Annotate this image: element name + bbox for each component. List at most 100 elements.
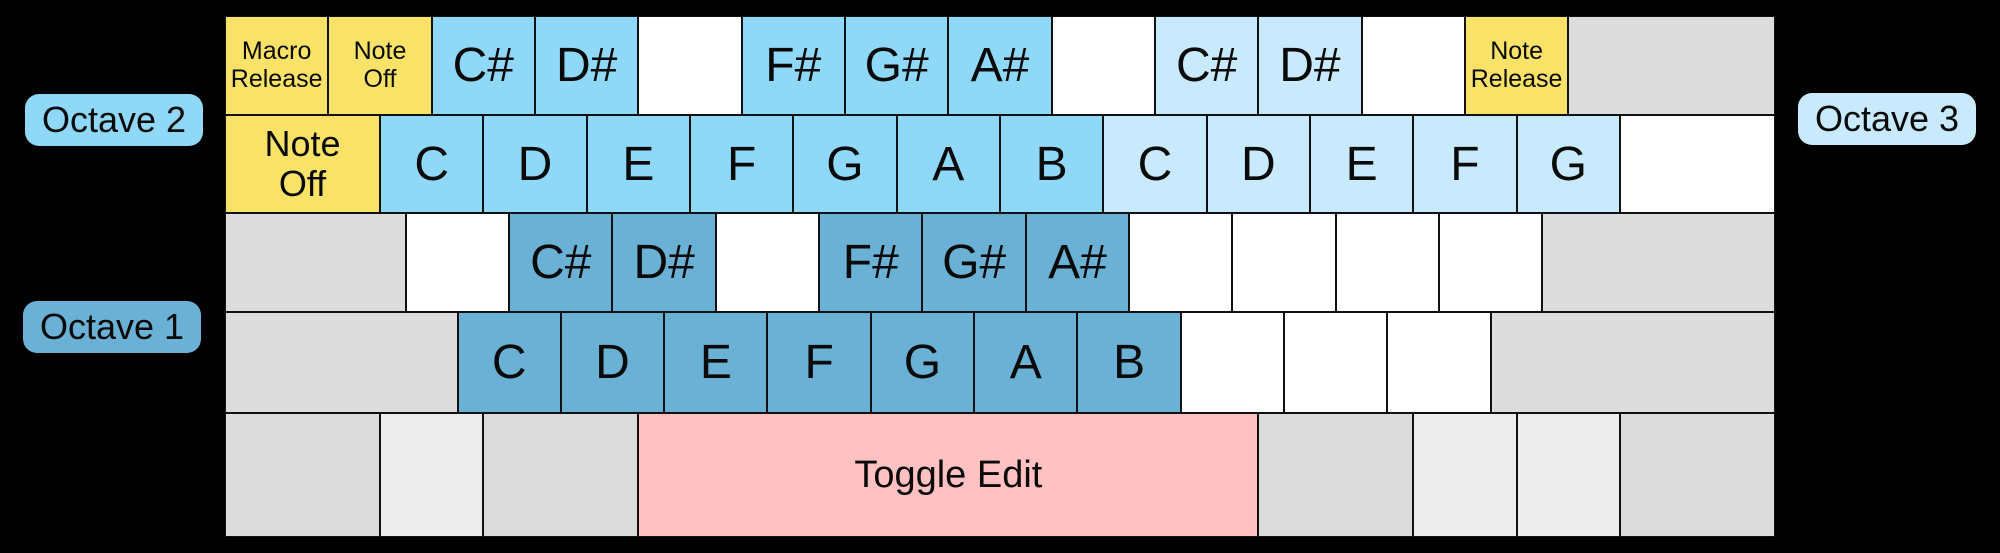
key-d-sharp-oct3: D# bbox=[1258, 16, 1362, 115]
key-label: D bbox=[1240, 137, 1276, 191]
key-label: E bbox=[699, 336, 732, 389]
key-label: G bbox=[1549, 137, 1587, 191]
key-label: D bbox=[595, 336, 630, 389]
key-a-oct2: A bbox=[896, 115, 1000, 213]
key-d-sharp-oct1: D# bbox=[612, 213, 716, 312]
key-label: D bbox=[517, 137, 553, 191]
key-label: C# bbox=[1175, 39, 1238, 92]
key-unlabeled bbox=[1129, 213, 1233, 312]
key-unlabeled bbox=[405, 213, 510, 312]
key-unlabeled bbox=[1439, 213, 1543, 312]
key-unlabeled-modifier bbox=[483, 413, 639, 537]
key-label: G bbox=[903, 336, 942, 389]
key-label: F# bbox=[842, 236, 899, 289]
key-label: C# bbox=[452, 39, 514, 92]
key-unlabeled-modifier bbox=[1619, 413, 1775, 537]
key-label: F bbox=[726, 137, 757, 191]
key-unlabeled-modifier bbox=[1258, 413, 1414, 537]
key-d-oct1: D bbox=[560, 312, 665, 413]
key-label: A bbox=[1009, 336, 1042, 389]
key-e-oct1: E bbox=[664, 312, 768, 413]
key-unlabeled bbox=[715, 213, 820, 312]
key-b-oct2: B bbox=[999, 115, 1104, 213]
key-c-oct2: C bbox=[380, 115, 484, 213]
key-unlabeled-modifier bbox=[225, 213, 406, 312]
key-label: C bbox=[1137, 137, 1173, 191]
key-unlabeled bbox=[1335, 213, 1440, 312]
key-g-oct2: G bbox=[793, 115, 897, 213]
key-d-oct2: D bbox=[483, 115, 587, 213]
key-e-oct3: E bbox=[1309, 115, 1414, 213]
key-unlabeled-modifier bbox=[225, 312, 458, 413]
key-g-oct1: G bbox=[870, 312, 975, 413]
key-g-oct3: G bbox=[1516, 115, 1620, 213]
octave-3-label: Octave 3 bbox=[1798, 93, 1977, 145]
key-label: A bbox=[932, 137, 965, 191]
key-f-oct3: F bbox=[1413, 115, 1517, 213]
key-a-sharp-oct2: A# bbox=[948, 16, 1052, 115]
key-d-sharp-oct2: D# bbox=[534, 16, 639, 115]
key-unlabeled bbox=[1232, 213, 1336, 312]
key-c-sharp-oct1: C# bbox=[509, 213, 613, 312]
octave-1-label: Octave 1 bbox=[23, 301, 202, 353]
key-unlabeled bbox=[1361, 16, 1465, 115]
key-unlabeled-modifier bbox=[380, 413, 484, 537]
key-label: G bbox=[826, 137, 864, 191]
key-a-oct1: A bbox=[974, 312, 1078, 413]
key-label: B bbox=[1113, 336, 1146, 389]
key-f-oct1: F bbox=[767, 312, 871, 413]
key-label: F# bbox=[765, 39, 822, 92]
key-label: D# bbox=[1279, 39, 1341, 92]
key-c-oct3: C bbox=[1103, 115, 1207, 213]
key-label: C# bbox=[530, 236, 592, 289]
key-unlabeled bbox=[1180, 312, 1285, 413]
key-e-oct2: E bbox=[586, 115, 690, 213]
key-label: G# bbox=[864, 39, 929, 92]
key-label: C bbox=[491, 336, 527, 389]
key-label: D# bbox=[555, 39, 618, 92]
key-unlabeled-modifier bbox=[1490, 312, 1775, 413]
key-unlabeled-modifier bbox=[1516, 413, 1620, 537]
key-unlabeled bbox=[638, 16, 742, 115]
key-unlabeled bbox=[1284, 312, 1388, 413]
key-label: A# bbox=[1048, 236, 1107, 289]
key-label: C bbox=[414, 137, 449, 191]
key-g-sharp-oct1: G# bbox=[922, 213, 1026, 312]
key-unlabeled bbox=[1387, 312, 1491, 413]
key-toggle-edit: Toggle Edit bbox=[638, 413, 1259, 537]
keyboard-row-5: Toggle Edit bbox=[225, 413, 1775, 537]
key-f-sharp-oct1: F# bbox=[819, 213, 923, 312]
key-f-oct2: F bbox=[689, 115, 794, 213]
key-c-sharp-oct2: C# bbox=[431, 16, 535, 115]
key-label: A# bbox=[970, 39, 1030, 92]
key-label: D# bbox=[633, 236, 695, 289]
key-g-sharp-oct2: G# bbox=[844, 16, 949, 115]
key-unlabeled-modifier bbox=[1542, 213, 1775, 312]
key-label: Toggle Edit bbox=[854, 453, 1043, 496]
key-unlabeled bbox=[1051, 16, 1155, 115]
key-a-sharp-oct1: A# bbox=[1025, 213, 1130, 312]
key-label: F bbox=[1450, 137, 1480, 191]
key-f-sharp-oct2: F# bbox=[741, 16, 845, 115]
key-unlabeled-modifier bbox=[225, 413, 380, 537]
key-label: E bbox=[622, 137, 655, 191]
key-unlabeled-modifier bbox=[1568, 16, 1775, 115]
key-label: B bbox=[1035, 137, 1068, 191]
octave-2-label: Octave 2 bbox=[25, 94, 204, 146]
key-d-oct3: D bbox=[1206, 115, 1310, 213]
key-c-oct1: C bbox=[457, 312, 561, 413]
key-unlabeled-modifier bbox=[1413, 413, 1517, 537]
key-b-oct1: B bbox=[1077, 312, 1181, 413]
key-c-sharp-oct3: C# bbox=[1154, 16, 1259, 115]
